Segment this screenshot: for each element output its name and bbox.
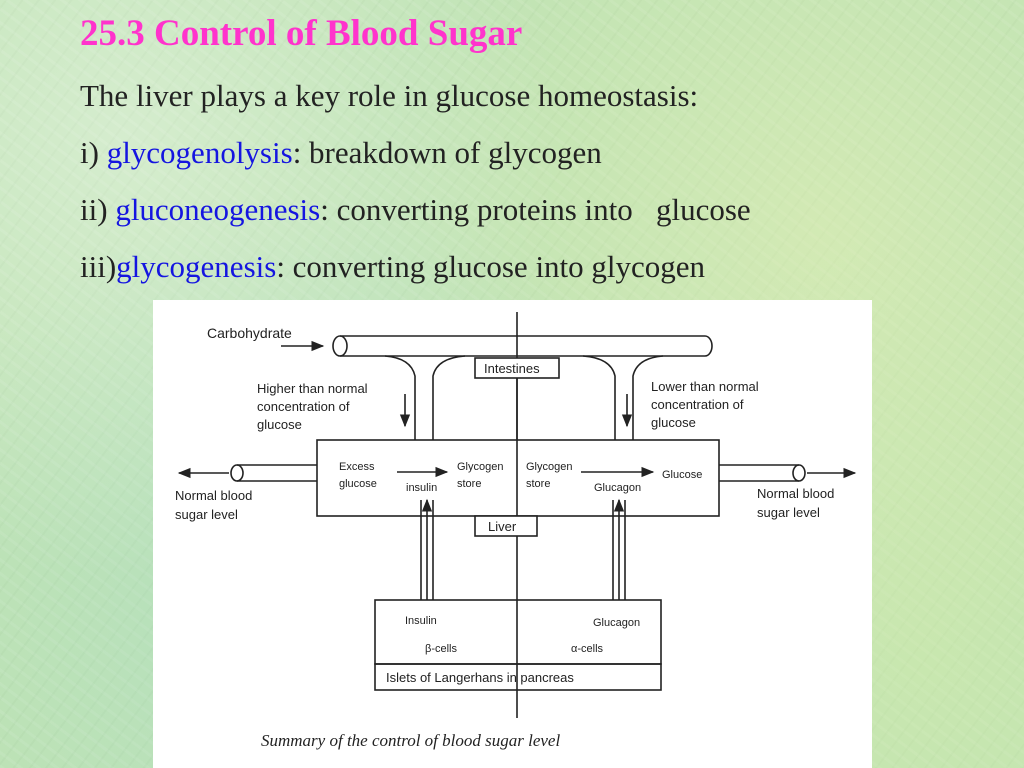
islets-box (374, 663, 662, 691)
insulin-small-label: insulin (406, 482, 437, 494)
intestine-tube-right-end (704, 335, 713, 357)
glycogen-store-right-1: Glycogen (526, 461, 572, 473)
item-prefix: iii) (80, 249, 117, 284)
item-text: : converting proteins into glucose (320, 192, 751, 227)
lower-label-1: Lower than normal (651, 379, 759, 394)
islets-label: Islets of Langerhans in pancreas (386, 670, 574, 685)
diagram-caption: Summary of the control of blood sugar le… (261, 731, 560, 750)
glucose-out-label: Glucose (662, 469, 702, 481)
liver-box (316, 439, 720, 517)
glucagon-small-label: Glucagon (594, 482, 641, 494)
higher-label-2: concentration of (257, 399, 350, 414)
right-vessel (582, 355, 664, 440)
item-prefix: i) (80, 135, 107, 170)
item-term: gluconeogenesis (115, 192, 321, 227)
intestine-tube (340, 335, 705, 357)
normal-right-1: Normal blood (757, 486, 834, 501)
liver-label-box (474, 515, 538, 537)
item-text: : breakdown of glycogen (292, 135, 602, 170)
lower-label-3: glucose (651, 415, 696, 430)
item-text: : converting glucose into glycogen (276, 249, 706, 284)
left-vessel (384, 355, 466, 440)
item-term: glycogenolysis (106, 135, 293, 170)
glycogen-store-left-2: store (457, 478, 481, 490)
alpha-cells-label: α-cells (571, 643, 604, 655)
glucagon-vessel (612, 500, 626, 600)
glucagon-label: Glucagon (593, 617, 640, 629)
slide-title: 25.3 Control of Blood Sugar (80, 13, 523, 54)
intestine-tube-left-end (332, 335, 348, 357)
right-outflow-end (792, 464, 806, 482)
insulin-label: Insulin (405, 615, 437, 627)
item-term: glycogenesis (116, 249, 277, 284)
right-outflow-tube (719, 464, 799, 482)
higher-label-3: glucose (257, 417, 302, 432)
pancreas-box (374, 599, 662, 665)
glycogen-store-left-1: Glycogen (457, 461, 503, 473)
beta-cells-label: β-cells (425, 643, 457, 655)
blood-sugar-diagram: Carbohydrate Intestines Higher than norm… (153, 300, 872, 768)
item-prefix: ii) (80, 192, 116, 227)
intro-line: The liver plays a key role in glucose ho… (80, 78, 699, 113)
left-outflow-tube (237, 464, 317, 482)
excess-label-2: glucose (339, 478, 377, 490)
insulin-vessel (420, 500, 434, 600)
normal-right-2: sugar level (757, 505, 820, 520)
normal-left-1: Normal blood (175, 488, 252, 503)
list-item-glycogenesis: iii)glycogenesis: converting glucose int… (80, 249, 705, 285)
lower-label-2: concentration of (651, 397, 744, 412)
normal-left-2: sugar level (175, 507, 238, 522)
higher-label-1: Higher than normal (257, 381, 368, 396)
carbohydrate-label: Carbohydrate (207, 325, 292, 341)
excess-label-1: Excess (339, 461, 375, 473)
liver-label: Liver (488, 519, 517, 534)
glycogen-store-right-2: store (526, 478, 550, 490)
intestines-label: Intestines (484, 361, 540, 376)
left-outflow-end (230, 464, 244, 482)
diagram-svg: Carbohydrate Intestines Higher than norm… (175, 312, 857, 750)
list-item-gluconeogenesis: ii) gluconeogenesis: converting proteins… (80, 192, 751, 228)
list-item-glycogenolysis: i) glycogenolysis: breakdown of glycogen (80, 135, 602, 171)
